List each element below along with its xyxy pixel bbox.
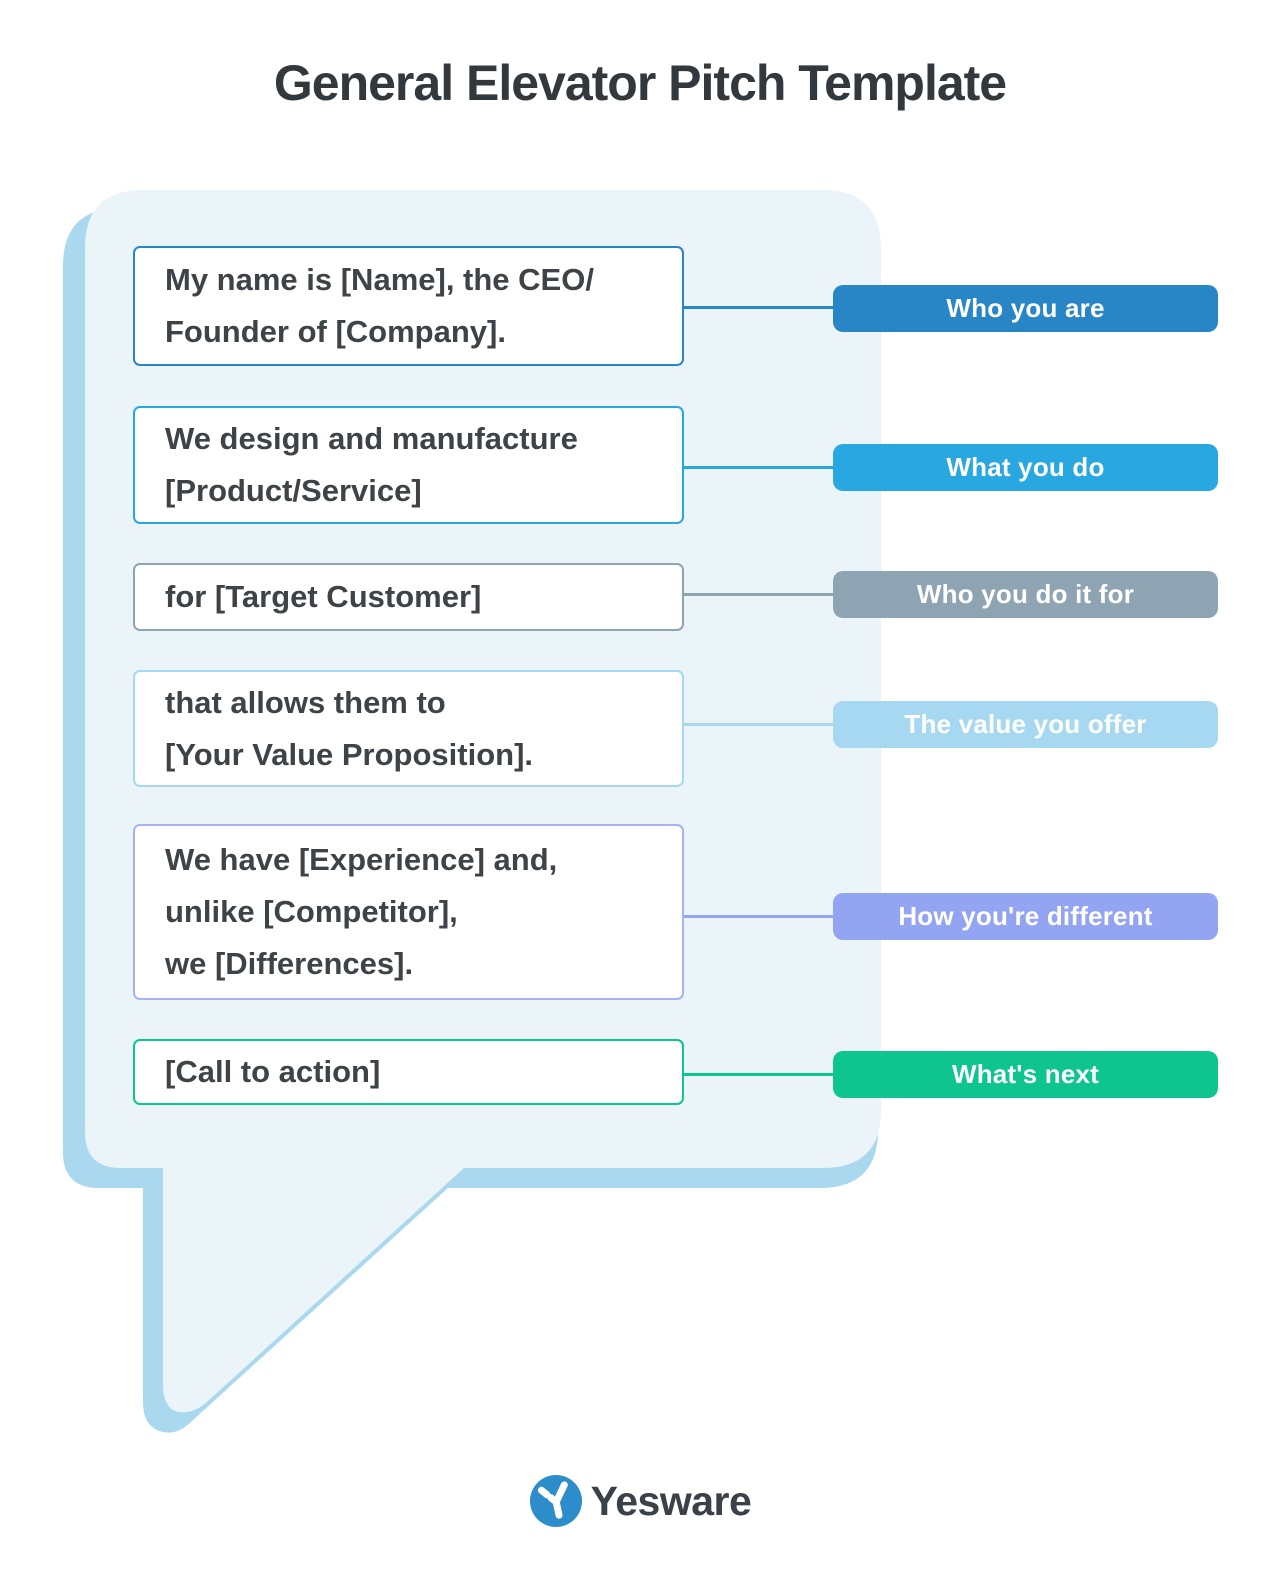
connector-line xyxy=(684,593,833,596)
pill-label: Who you are xyxy=(946,293,1105,323)
category-pill-whats-next: What's next xyxy=(833,1051,1218,1098)
box-text-line: Founder of [Company]. xyxy=(165,314,506,349)
box-text-line: [Call to action] xyxy=(165,1054,381,1089)
category-pill-who-you-are: Who you are xyxy=(833,285,1218,332)
pill-label: How you're different xyxy=(898,901,1153,931)
connector-line xyxy=(684,723,833,726)
pill-label: Who you do it for xyxy=(916,579,1135,609)
box-text-line: [Product/Service] xyxy=(165,473,422,508)
box-text-line: My name is [Name], the CEO/ xyxy=(165,262,594,297)
pitch-box-differentiators: We have [Experience] and, unlike [Compet… xyxy=(133,824,684,1000)
box-text-line: We have [Experience] and, xyxy=(165,842,558,877)
connector-line xyxy=(684,915,833,918)
pill-label: The value you offer xyxy=(904,709,1147,739)
pitch-box-call-to-action: [Call to action] xyxy=(133,1039,684,1105)
connector-line xyxy=(684,1073,833,1076)
connector-line xyxy=(684,306,833,309)
brand-footer: Yesware xyxy=(0,1474,1280,1528)
yesware-logo-icon xyxy=(529,1475,582,1527)
pill-label: What's next xyxy=(951,1059,1100,1089)
box-text-line: for [Target Customer] xyxy=(165,579,482,614)
pitch-box-what-you-do: We design and manufacture [Product/Servi… xyxy=(133,406,684,524)
yesware-wordmark: Yesware xyxy=(590,1477,752,1524)
pitch-box-value-proposition: that allows them to [Your Value Proposit… xyxy=(133,670,684,787)
category-pill-who-you-do-it-for: Who you do it for xyxy=(833,571,1218,618)
pitch-box-who-you-are: My name is [Name], the CEO/ Founder of [… xyxy=(133,246,684,366)
category-pill-value-you-offer: The value you offer xyxy=(833,701,1218,748)
box-text-line: that allows them to xyxy=(165,684,446,720)
pitch-box-target-customer: for [Target Customer] xyxy=(133,563,684,631)
category-pill-what-you-do: What you do xyxy=(833,444,1218,491)
box-text-line: we [Differences]. xyxy=(165,946,414,981)
category-pill-how-youre-different: How you're different xyxy=(833,893,1218,940)
box-text-line: [Your Value Proposition]. xyxy=(165,736,534,772)
page-title: General Elevator Pitch Template xyxy=(273,55,1007,111)
box-text-line: We design and manufacture xyxy=(165,421,578,456)
connector-line xyxy=(684,466,833,469)
speech-bubble xyxy=(85,190,881,1413)
pill-label: What you do xyxy=(946,452,1105,482)
box-text-line: unlike [Competitor], xyxy=(165,894,458,929)
